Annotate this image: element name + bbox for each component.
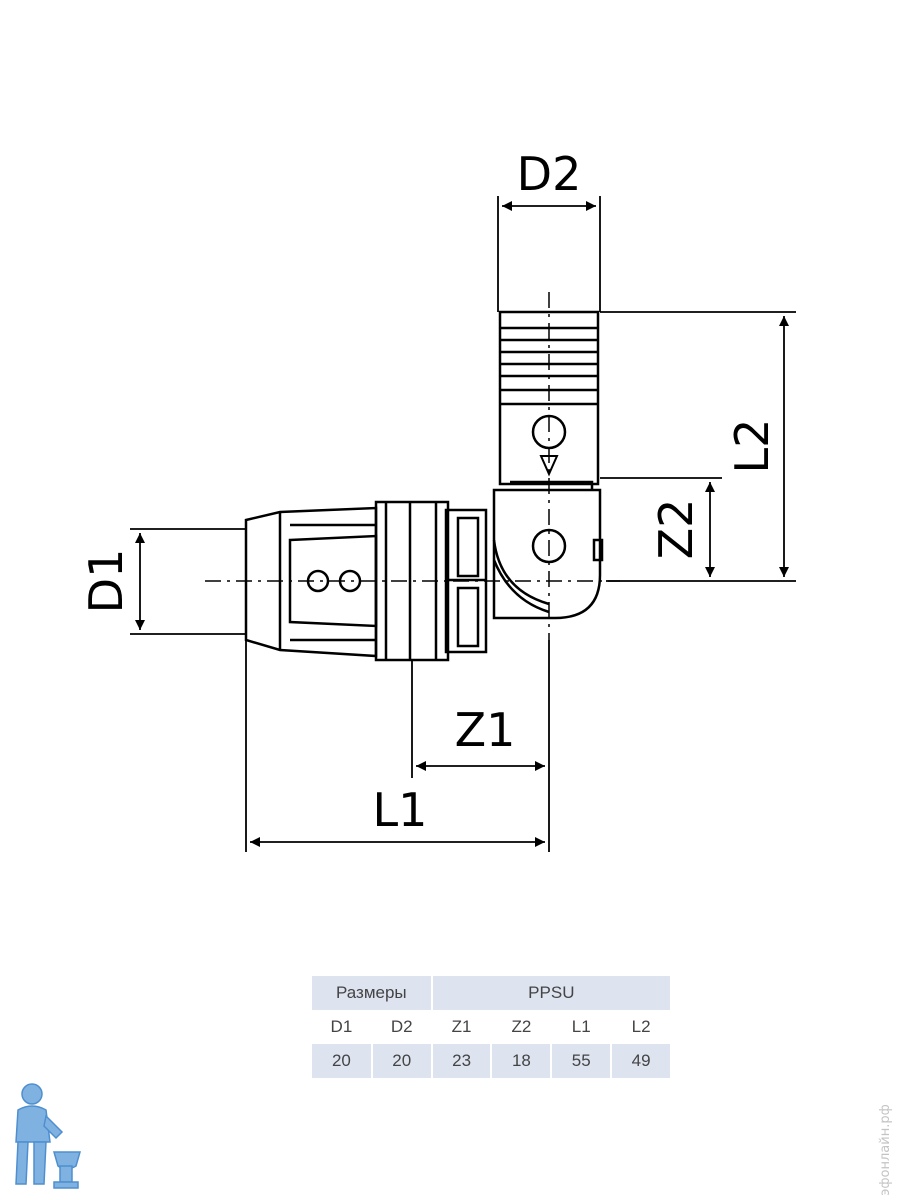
dim-label-z1: Z1: [455, 703, 516, 757]
watermark-text: эфонлайн.рф: [878, 1104, 893, 1196]
dim-label-d2: D2: [517, 147, 582, 201]
table-column-header: L2: [611, 1010, 672, 1044]
dimensions-table: Размеры PPSU D1 D2 Z1 Z2 L1 L2 20 20 23 …: [312, 976, 673, 1078]
table-cell: 20: [371, 1044, 433, 1078]
table-column-header: D1: [312, 1010, 373, 1044]
dim-label-l1: L1: [373, 783, 428, 837]
table-columns-row: D1 D2 Z1 Z2 L1 L2: [312, 1010, 672, 1044]
table-header-sizes: Размеры: [312, 976, 433, 1010]
table-cell: 49: [611, 1044, 672, 1078]
dim-label-d1: D1: [79, 549, 133, 614]
dimension-lines: [130, 196, 796, 852]
table-column-header: Z1: [431, 1010, 493, 1044]
dim-label-l2: L2: [725, 419, 779, 474]
elbow-fitting-drawing: D2 L2 Z2 D1 Z1 L1: [79, 147, 796, 852]
flow-arrow-icon: [539, 455, 559, 477]
dim-label-z2: Z2: [649, 499, 703, 560]
table-cell: 55: [551, 1044, 613, 1078]
table-row: 20 20 23 18 55 49: [312, 1044, 672, 1078]
plumber-mascot-logo: [15, 1083, 81, 1189]
fitting-body: [244, 310, 604, 662]
table-column-header: D2: [371, 1010, 433, 1044]
table-column-header: Z2: [491, 1010, 553, 1044]
center-lines: [205, 292, 620, 640]
table-cell: 20: [312, 1044, 373, 1078]
table-cell: 23: [431, 1044, 493, 1078]
table-cell: 18: [491, 1044, 553, 1078]
table-column-header: L1: [551, 1010, 613, 1044]
table-header-row: Размеры PPSU: [312, 976, 673, 1010]
table-header-material: PPSU: [431, 976, 673, 1010]
